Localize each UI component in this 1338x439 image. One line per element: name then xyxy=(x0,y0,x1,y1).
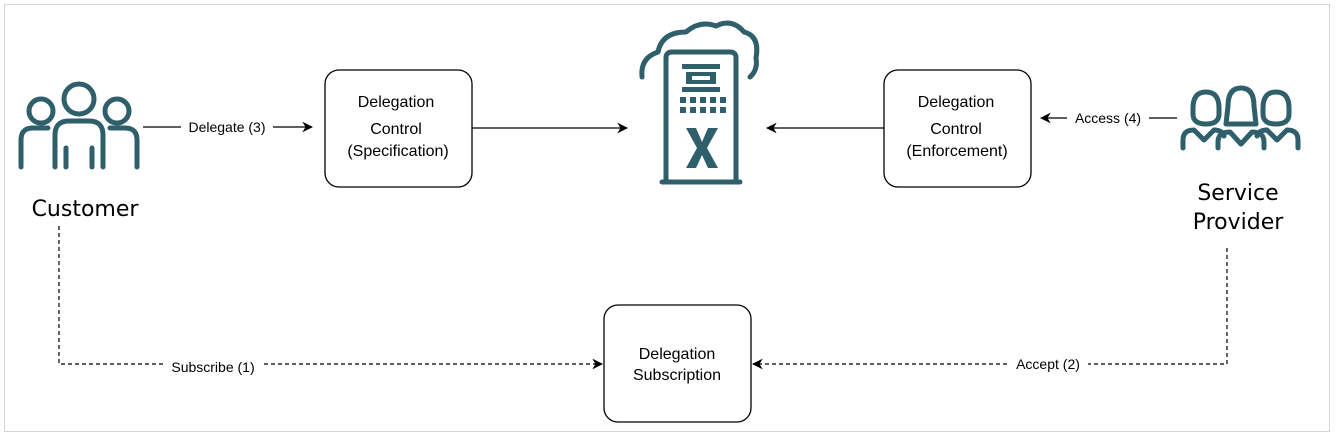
svg-text:Delegation: Delegation xyxy=(918,94,995,111)
edge-label-subscribe: Subscribe (1) xyxy=(171,359,254,375)
group-of-people-icon xyxy=(18,81,140,170)
edge-label-delegate: Delegate (3) xyxy=(188,119,265,135)
svg-text:Control: Control xyxy=(930,121,982,138)
delegation-subscription-box: Delegation Subscription xyxy=(603,304,752,423)
edge-label-accept: Accept (2) xyxy=(1016,356,1080,372)
edge-access: Access (4) xyxy=(1039,109,1177,127)
svg-text:Subscription: Subscription xyxy=(633,367,721,384)
edge-accept: Accept (2) xyxy=(751,248,1228,373)
svg-text:Control: Control xyxy=(370,121,422,138)
edge-subscribe: Subscribe (1) xyxy=(58,226,604,376)
cloud-excel-server-icon xyxy=(639,20,760,185)
delegation-control-enforcement-box: Delegation Control (Enforcement) xyxy=(883,69,1032,188)
svg-text:(Specification): (Specification) xyxy=(347,143,448,160)
provider-label-line1: Service xyxy=(1197,181,1278,206)
svg-text:Delegation: Delegation xyxy=(358,94,435,111)
svg-text:Delegation: Delegation xyxy=(639,346,716,363)
delegation-control-specification-box: Delegation Control (Specification) xyxy=(324,69,473,188)
svg-text:(Enforcement): (Enforcement) xyxy=(906,143,1007,160)
customer-label: Customer xyxy=(32,197,140,222)
edge-label-access: Access (4) xyxy=(1075,110,1141,126)
provider-label-line2: Provider xyxy=(1193,210,1285,235)
edge-delegate: Delegate (3) xyxy=(143,118,314,136)
service-staff-group-icon xyxy=(1180,85,1301,151)
